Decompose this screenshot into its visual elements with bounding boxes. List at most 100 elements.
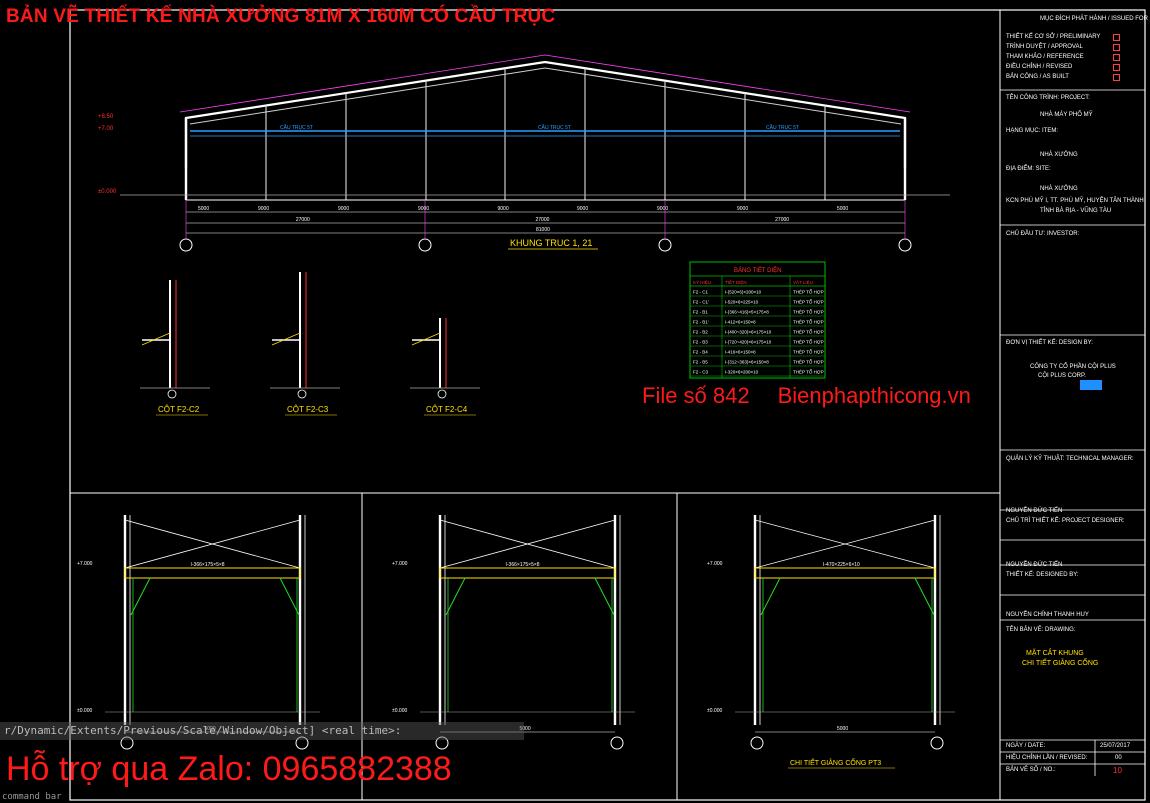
tb-rev-label: HIỆU CHỈNH LẦN / REVISED: xyxy=(1006,755,1088,761)
section-table-cell: THÉP TỔ HỢP xyxy=(793,309,824,315)
section-table-header: VẬT LIỆU xyxy=(793,278,813,285)
column-detail-bubble xyxy=(437,389,447,399)
tb-issue-checkbox[interactable] xyxy=(1113,64,1120,71)
dim-bay-label: 9000 xyxy=(498,206,509,212)
tb-issue-option: THAM KHẢO / REFERENCE xyxy=(1006,54,1084,60)
grid-bubble xyxy=(898,238,912,252)
bracing-beam xyxy=(439,567,616,579)
column-detail-caption: CỘT F2-C2 xyxy=(158,405,200,414)
tb-sheet-title-1: MẶT CẮT KHUNG xyxy=(1026,650,1084,657)
tb-project-name: NHÀ MÁY PHỐ MỸ xyxy=(1040,112,1093,118)
command-label: command bar xyxy=(2,792,62,802)
tb-issue-checkbox[interactable] xyxy=(1113,74,1120,81)
section-table-cell: THÉP TỔ HỢP xyxy=(793,349,824,355)
crane-label: CẦU TRỤC 5T xyxy=(280,124,313,131)
watermark-site[interactable]: Bienphapthicong.vn xyxy=(777,383,971,408)
section-table-cell: THÉP TỔ HỢP xyxy=(793,359,824,365)
section-table-cell: I-(312~363)×6×150×8 xyxy=(725,360,769,365)
bracing-knee-left xyxy=(130,577,151,616)
dim-bay-label: 5000 xyxy=(198,206,209,212)
bracing-elev-top: +7.000 xyxy=(392,561,408,567)
dim-sub-label: 27000 xyxy=(536,217,550,223)
dim-bay-label: 9000 xyxy=(577,206,588,212)
frame-columns xyxy=(184,68,907,200)
grid-bubble xyxy=(418,238,432,252)
bracing-dim-label: 5000 xyxy=(520,726,531,732)
tb-issue-checkbox[interactable] xyxy=(1113,44,1120,51)
column-detail: CỘT F2-C2 xyxy=(140,280,210,416)
section-table-cell: F2 - B1 xyxy=(693,310,708,315)
bracing-beam xyxy=(124,567,301,579)
section-table-cell: THÉP TỔ HỢP xyxy=(793,329,824,335)
section-table-cell: F2 - B3 xyxy=(693,340,708,345)
tb-item-name: NHÀ XƯỞNG xyxy=(1040,152,1078,158)
column-detail-haunch xyxy=(271,332,301,346)
section-table-cell: F2 - B4 xyxy=(693,350,708,355)
tb-issue-checkbox[interactable] xyxy=(1113,34,1120,41)
drawing-border xyxy=(69,9,1146,801)
bracing-dim-label: 5000 xyxy=(837,726,848,732)
tb-rev-value: 00 xyxy=(1115,755,1122,761)
section-table-cell: I-(520×6)×200×10 xyxy=(725,290,762,295)
bracing-grid-bubble xyxy=(435,736,449,750)
support-zalo-banner: Hỗ trợ qua Zalo: 0965882388 xyxy=(6,750,452,788)
grid-bubbles xyxy=(179,200,912,252)
dim-bay-label: 9000 xyxy=(418,206,429,212)
bracing-caption: CHI TIẾT GIẰNG CỔNG PT3 xyxy=(790,757,881,767)
tb-date-label: NGÀY / DATE: xyxy=(1006,743,1046,749)
section-table-cell: F2 - B2 xyxy=(693,330,708,335)
tb-sheet-no: 10 xyxy=(1113,766,1122,775)
bracing-grid-bubble xyxy=(750,736,764,750)
bracing-knee-right xyxy=(279,577,300,616)
column-detail-haunch xyxy=(141,332,171,346)
tb-checker: NGUYỄN ĐỨC TIẾN xyxy=(1006,508,1063,514)
tb-location-label: ĐỊA ĐIỂM: SITE: xyxy=(1006,166,1051,172)
tb-designer-person-label: THIẾT KẾ: DESIGNED BY: xyxy=(1006,572,1079,578)
tb-project-label: TÊN CÔNG TRÌNH: PROJECT: xyxy=(1006,95,1090,101)
column-detail-bubble xyxy=(167,389,177,399)
column-detail-caption: CỘT F2-C4 xyxy=(426,405,468,414)
section-table-cell: THÉP TỔ HỢP xyxy=(793,339,824,345)
bracing-beam xyxy=(754,567,936,579)
dim-sub-label: 27000 xyxy=(296,217,310,223)
section-table-cell: F2 - C1 xyxy=(693,290,709,295)
tb-date-value: 25/07/2017 xyxy=(1100,743,1131,749)
bracing-detail: I-366×175×5×8 +7.000 ±0.000 5000 xyxy=(392,515,635,750)
tb-owner-label: CHỦ ĐẦU TƯ: INVESTOR: xyxy=(1006,231,1080,237)
watermark-file-no: File số 842 xyxy=(642,383,750,408)
grid-bubble xyxy=(179,238,193,252)
section-table-cell: I-412×6×150×8 xyxy=(725,320,756,325)
bracing-grid-bubble xyxy=(120,736,134,750)
grid-bubble xyxy=(658,238,672,252)
tb-manager-label: QUẢN LÝ KỸ THUẬT: TECHNICAL MANAGER: xyxy=(1006,456,1134,462)
tb-issue-checkbox[interactable] xyxy=(1113,54,1120,61)
tb-issue-option: BẢN CÔNG / AS BUILT xyxy=(1006,74,1069,80)
tb-designer-label: ĐƠN VỊ THIẾT KẾ: DESIGN BY: xyxy=(1006,340,1093,346)
tb-address: KCN PHÚ MỸ I, TT. PHÚ MỸ, HUYỆN TÂN THÀN… xyxy=(1006,198,1144,204)
tb-designer-name2: CỘI PLUS CORP. xyxy=(1038,373,1086,379)
bracing-beam-label: I-366×175×5×8 xyxy=(506,562,540,568)
section-table-cell: F2 - B1' xyxy=(693,320,709,325)
tb-designer-name: CÔNG TY CỔ PHẦN CỘI PLUS xyxy=(1030,364,1116,370)
command-line-input[interactable]: r/Dynamic/Extents/Previous/Scale/Window/… xyxy=(0,722,524,740)
section-table-header: TIẾT DIỆN xyxy=(725,278,747,285)
title-block xyxy=(1000,89,1145,776)
tb-drawn: NGUYỄN ĐỨC TIẾN xyxy=(1006,562,1063,568)
bracing-elev-base: ±0.000 xyxy=(392,708,407,714)
column-detail: CỘT F2-C4 xyxy=(410,318,480,416)
elev-base: ±0.000 xyxy=(98,189,117,195)
section-table-cell: F2 - C1' xyxy=(693,300,709,305)
watermark: File số 842 Bienphapthicong.vn xyxy=(642,383,999,409)
bracing-elev-top: +7.000 xyxy=(707,561,723,567)
bracing-knee-right xyxy=(914,577,935,616)
section-table-cell: I-320×6×200×10 xyxy=(725,370,759,375)
tb-header: MỤC ĐÍCH PHÁT HÀNH / ISSUED FOR xyxy=(1040,16,1148,22)
section-table-cell: THÉP TỔ HỢP xyxy=(793,299,824,305)
section-table-cell: THÉP TỔ HỢP xyxy=(793,369,824,375)
